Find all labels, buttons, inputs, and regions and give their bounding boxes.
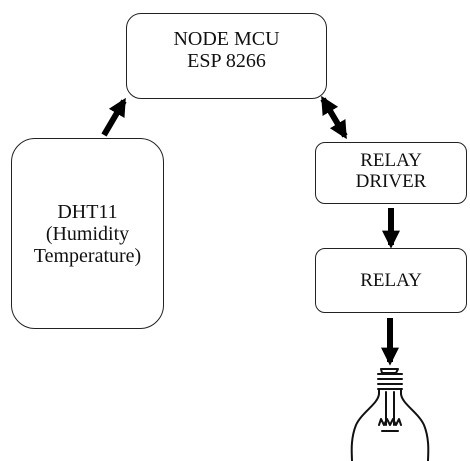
relay-driver-box: RELAY DRIVER bbox=[315, 142, 467, 204]
arrow-sensor-to-mcu bbox=[101, 97, 127, 137]
light-bulb-icon bbox=[350, 368, 430, 461]
dht11-sensor-box: DHT11 (Humidity Temperature) bbox=[11, 138, 164, 329]
node-mcu-title: NODE MCU bbox=[173, 28, 280, 50]
node-mcu-box: NODE MCU ESP 8266 bbox=[126, 13, 327, 99]
dht11-humidity-label: (Humidity bbox=[45, 222, 130, 245]
node-mcu-subtitle: ESP 8266 bbox=[187, 50, 266, 72]
relay-driver-line2: DRIVER bbox=[355, 171, 427, 192]
relay-box: RELAY bbox=[315, 248, 467, 313]
dht11-temperature-label: Temperature) bbox=[33, 244, 142, 267]
dht11-title: DHT11 bbox=[57, 200, 118, 223]
arrow-mcu-driver-bidirectional bbox=[320, 95, 348, 140]
relay-driver-line1: RELAY bbox=[360, 150, 422, 171]
relay-label: RELAY bbox=[360, 270, 422, 291]
